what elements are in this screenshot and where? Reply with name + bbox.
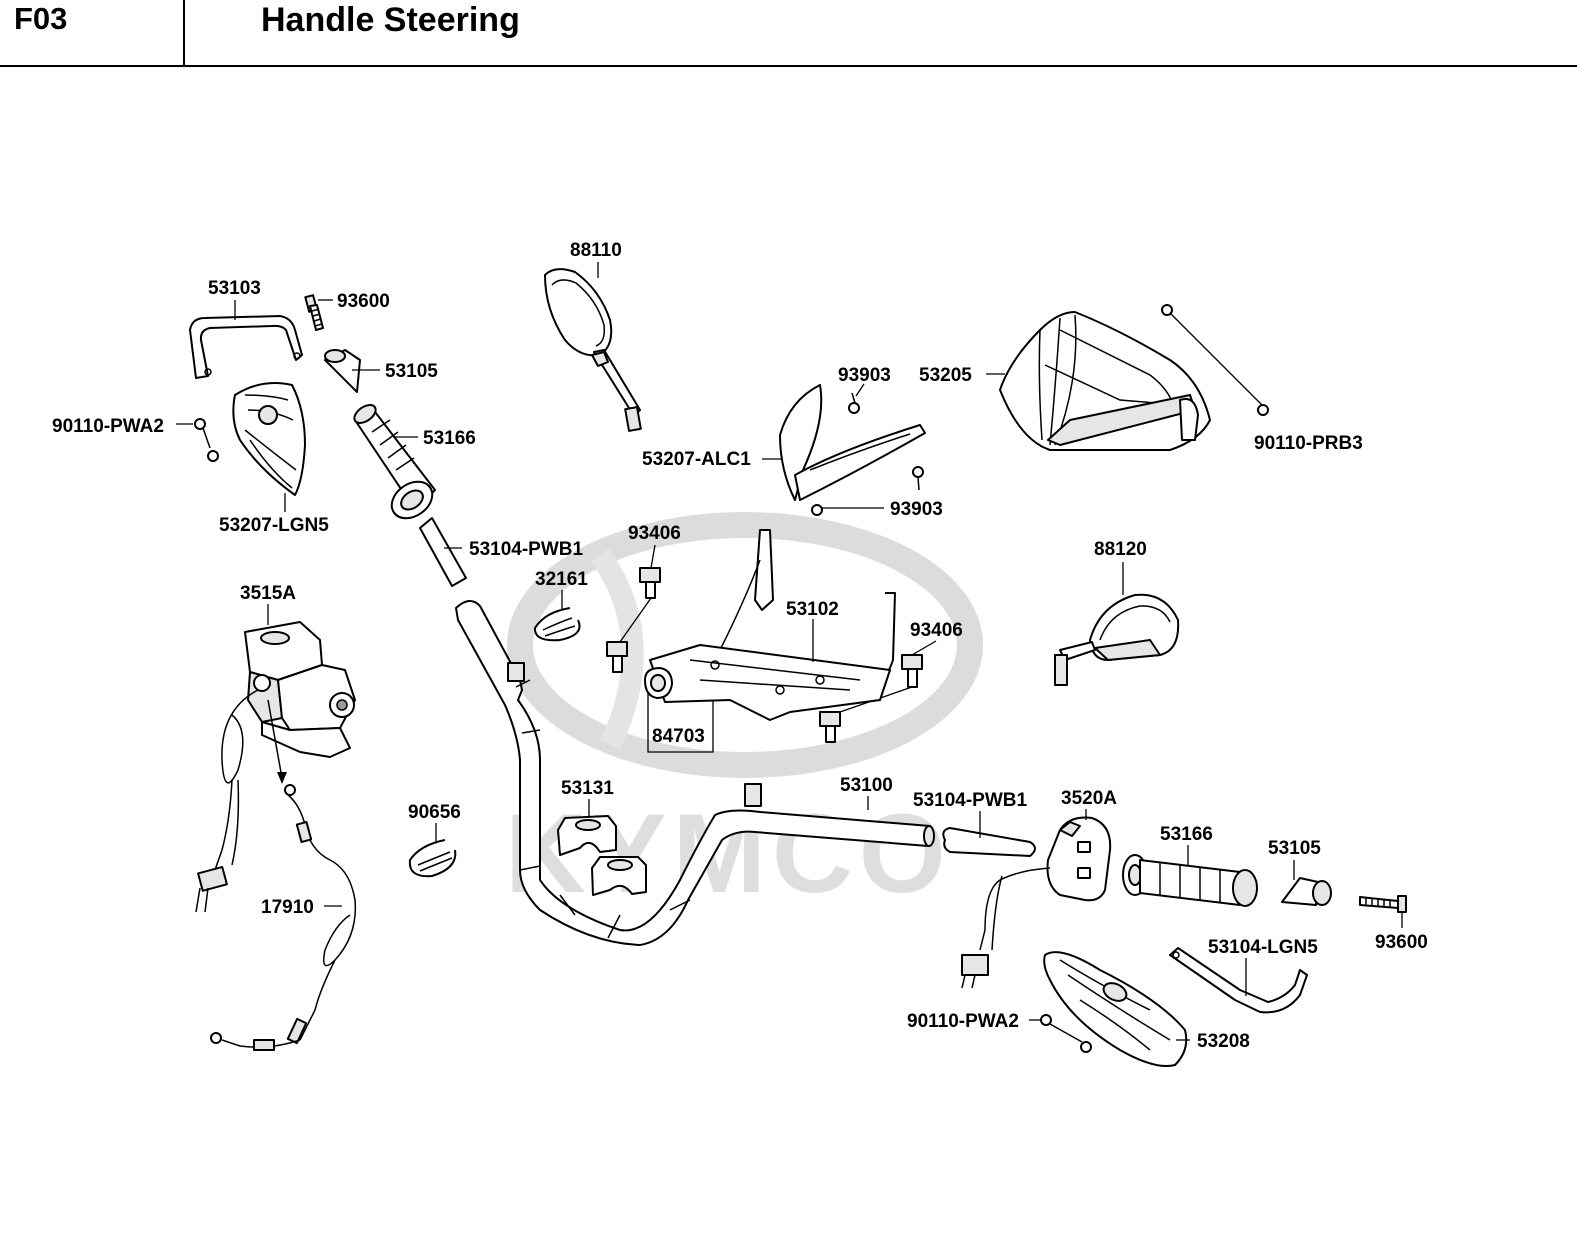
label-84703: 84703 [652, 726, 705, 747]
part-3520a-right-switch [961, 816, 1112, 989]
label-53131: 53131 [561, 778, 614, 799]
label-53104-lgn5: 53104-LGN5 [1208, 937, 1318, 958]
part-53131-handlebar-holders [557, 815, 647, 896]
label-90110-pwa2-left: 90110-PWA2 [52, 416, 164, 437]
part-3515a-switch-harness [195, 689, 259, 913]
label-90110-pwa2-right: 90110-PWA2 [907, 1011, 1019, 1032]
page-title: Handle Steering [261, 1, 520, 39]
part-53166-grip-right [1122, 854, 1258, 907]
part-53208-hand-guard [1043, 951, 1188, 1067]
label-53208: 53208 [1197, 1031, 1250, 1052]
section-code: F03 [14, 1, 68, 36]
part-93903-screws [811, 392, 924, 516]
part-53207-lgn5-hand-guard [232, 382, 306, 496]
label-3515a: 3515A [240, 583, 296, 604]
part-17910-brake-switch-cable [210, 699, 357, 1051]
part-90656-band [408, 839, 457, 878]
label-53207-lgn5: 53207-LGN5 [219, 515, 329, 536]
part-labels: 53103 93600 53105 90110-PWA2 53166 53207… [52, 240, 1428, 1052]
part-90110-pwa2-screws-left [194, 418, 219, 462]
label-53166-right: 53166 [1160, 824, 1213, 845]
part-53103-bracket [189, 315, 303, 379]
part-53166-grip-left [353, 404, 436, 520]
label-53104-pwb1-right: 53104-PWB1 [913, 790, 1027, 811]
header-rule [0, 65, 1577, 67]
part-90110-pwa2-screws-right [1040, 1014, 1092, 1053]
label-53103: 53103 [208, 278, 261, 299]
label-17910: 17910 [261, 897, 314, 918]
part-53105-end-cap-right [1281, 877, 1332, 906]
part-93406-bolts [606, 567, 923, 743]
part-88110-mirror-left [544, 268, 642, 432]
part-93600-bolt-right [1359, 895, 1407, 913]
part-53104-pwb1-sleeve-right [942, 827, 1036, 857]
part-32161-clamp [533, 607, 581, 642]
label-93903-top: 93903 [838, 365, 891, 386]
label-53166-left: 53166 [423, 428, 476, 449]
label-93903-bottom: 93903 [890, 499, 943, 520]
part-93600-bolt-left [304, 294, 324, 331]
label-53205: 53205 [919, 365, 972, 386]
part-53104-pwb1-sleeve-left [419, 517, 467, 587]
label-53207-alc1: 53207-ALC1 [642, 449, 751, 470]
label-88110: 88110 [570, 240, 622, 261]
label-93406-right: 93406 [910, 620, 963, 641]
watermark-text: KYMCO [505, 791, 952, 916]
label-88120: 88120 [1094, 539, 1147, 560]
label-53105-left: 53105 [385, 361, 438, 382]
part-84703-damper [644, 667, 673, 699]
part-53105-end-cap-left [324, 349, 361, 393]
part-53102-meter-bracket [649, 529, 896, 721]
label-53100: 53100 [840, 775, 893, 796]
part-53100-handlebar [455, 600, 935, 946]
label-90656: 90656 [408, 802, 461, 823]
header-divider [183, 0, 185, 66]
part-53205-front-visor [999, 311, 1211, 451]
label-3520a: 3520A [1061, 788, 1117, 809]
part-88120-mirror-right [1054, 593, 1180, 686]
part-53207-alc1-cover [779, 384, 926, 501]
part-53104-lgn5-bracket [1169, 947, 1308, 1014]
part-90110-prb3-screws [1161, 304, 1269, 416]
label-93406-top: 93406 [628, 523, 681, 544]
page-header: F03 Handle Steering [0, 0, 1577, 67]
label-53102: 53102 [786, 599, 839, 620]
label-90110-prb3: 90110-PRB3 [1254, 433, 1363, 454]
label-53104-pwb1-left: 53104-PWB1 [469, 539, 583, 560]
part-3515a-master-cylinder [244, 621, 356, 758]
leader-lines [176, 262, 1403, 1041]
label-93600-right: 93600 [1375, 932, 1428, 953]
label-32161: 32161 [535, 569, 588, 590]
label-93600-left: 93600 [337, 291, 390, 312]
label-53105-right: 53105 [1268, 838, 1321, 859]
